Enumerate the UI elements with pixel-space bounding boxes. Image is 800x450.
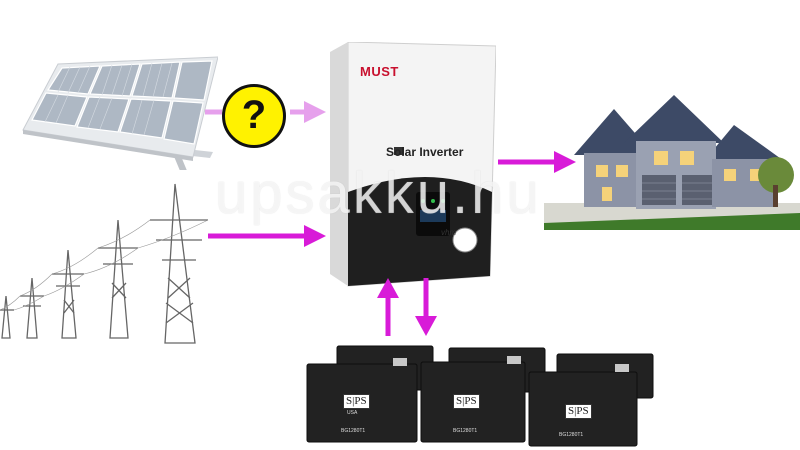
battery-icon: S|PS S|PS S|PS BG1280T1 BG1280T1 BG1280T… bbox=[303, 340, 660, 450]
question-icon: ? bbox=[222, 84, 286, 148]
battery-brand-label: S|PS bbox=[343, 394, 370, 409]
inverter-model-label: Solar Inverter bbox=[386, 145, 464, 159]
inverter-series-label: vhm bbox=[441, 228, 457, 237]
battery-brand-label: S|PS bbox=[453, 394, 480, 409]
power-pylon-icon bbox=[0, 178, 215, 348]
battery-model-label: BG1280T1 bbox=[453, 428, 478, 434]
house-icon bbox=[544, 95, 800, 230]
battery-origin-label: USA bbox=[347, 410, 358, 416]
inverter-brand-label: MUST bbox=[360, 64, 399, 79]
solar-panel-icon bbox=[18, 52, 218, 170]
battery-model-label: BG1280T1 bbox=[559, 432, 584, 438]
arrow-grid-to-inverter-icon bbox=[208, 225, 326, 247]
battery-brand-label: S|PS bbox=[565, 404, 592, 419]
battery-model-label: BG1280T1 bbox=[341, 428, 366, 434]
inverter-icon: MUST Solar Inverter vhm bbox=[320, 42, 496, 288]
watermark-text: upsakku.hu bbox=[215, 161, 542, 226]
